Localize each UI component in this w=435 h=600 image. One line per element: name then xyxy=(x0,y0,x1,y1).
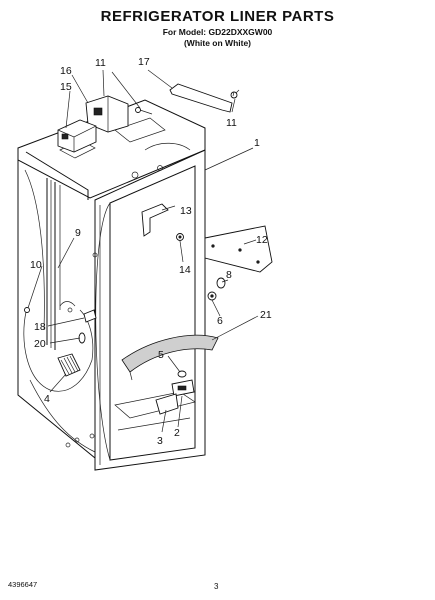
callout-17: 17 xyxy=(138,56,150,68)
callout-8: 8 xyxy=(226,269,232,281)
part-6-socket xyxy=(207,291,217,301)
part-4-grille xyxy=(57,353,81,377)
model-line: For Model: GD22DXXGW00 xyxy=(162,27,273,37)
callout-13: 13 xyxy=(180,205,192,217)
callout-5: 5 xyxy=(158,349,164,361)
footer-page-number: 3 xyxy=(214,582,219,591)
callout-6: 6 xyxy=(217,315,223,327)
color-line: (White on White) xyxy=(183,38,252,48)
callout-labels: 1 2 3 4 5 6 8 9 10 11 11 12 13 14 15 16 … xyxy=(30,56,272,447)
callout-16: 16 xyxy=(60,65,72,77)
part-17-rail xyxy=(169,83,233,113)
part-3-plate xyxy=(155,393,179,415)
callout-4: 4 xyxy=(44,393,50,405)
callout-15: 15 xyxy=(60,81,72,93)
part-18-clip xyxy=(83,309,97,323)
callout-18: 18 xyxy=(34,321,46,333)
callout-3: 3 xyxy=(157,435,163,447)
part-8-bulb xyxy=(216,277,226,289)
part-12-bracket xyxy=(204,225,273,273)
callout-11-right: 11 xyxy=(226,117,237,129)
part-10-connector xyxy=(24,307,30,313)
callout-20: 20 xyxy=(34,338,46,350)
callout-14: 14 xyxy=(179,264,191,276)
refrigerator-liner xyxy=(17,99,206,471)
callout-12: 12 xyxy=(256,234,268,246)
callout-1: 1 xyxy=(254,137,260,149)
leader-lines xyxy=(27,69,259,433)
footer-part-number: 4396647 xyxy=(8,580,38,589)
callout-11-top: 11 xyxy=(95,57,106,69)
part-11-screw-right xyxy=(230,89,240,99)
callout-2: 2 xyxy=(174,427,180,439)
part-21-cover xyxy=(121,334,219,381)
part-13-bracket xyxy=(141,203,169,237)
part-2-bracket xyxy=(171,379,195,397)
page-title: REFRIGERATOR LINER PARTS xyxy=(100,8,335,25)
callout-10: 10 xyxy=(30,259,42,271)
part-5-button xyxy=(177,370,187,378)
callout-9: 9 xyxy=(75,227,81,239)
part-14-screw xyxy=(176,233,184,241)
callout-21: 21 xyxy=(260,309,272,321)
part-15-control xyxy=(57,119,97,153)
part-11-screw-left xyxy=(135,107,153,115)
